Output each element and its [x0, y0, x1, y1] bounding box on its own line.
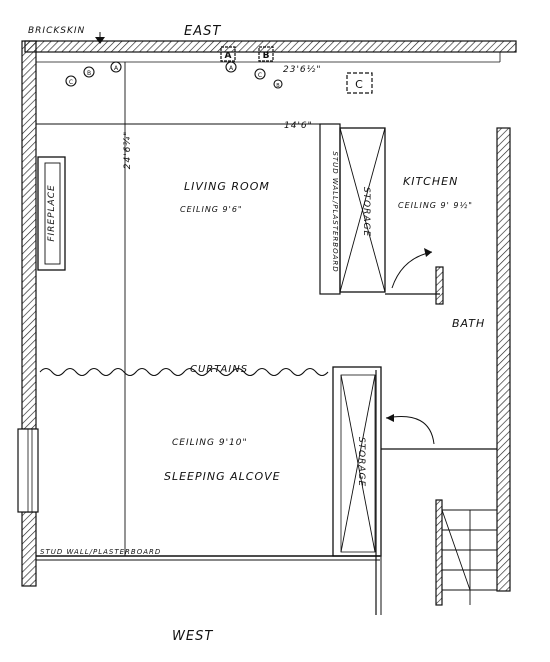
svg-text:C: C — [69, 79, 73, 86]
dim-top-run: 23'6½" — [283, 65, 322, 75]
outlet-a-left — [110, 61, 122, 73]
dim-room-width: 14'6" — [284, 121, 313, 131]
outlet-c-left — [65, 75, 77, 87]
stud-wall-bottom-label: STUD WALL/PLASTERBOARD — [40, 548, 161, 556]
bath-door-arrow — [386, 414, 394, 422]
storage-upper — [339, 127, 386, 293]
marker-b-box — [258, 46, 274, 62]
storage-upper-label: STORAGE — [361, 187, 371, 237]
east-wall — [24, 40, 517, 53]
compass-east: EAST — [184, 24, 221, 39]
svg-text:A: A — [229, 65, 234, 72]
fireplace-label: FIREPLACE — [47, 184, 57, 241]
bath-name: BATH — [452, 317, 485, 330]
marker-a-box — [220, 46, 236, 62]
outlet-a-mid — [225, 61, 237, 73]
marker-c-box-label: C — [355, 78, 363, 91]
curtains — [39, 367, 329, 377]
outlet-b-left — [83, 66, 95, 78]
svg-text:C: C — [258, 72, 262, 79]
kitchen-name: KITCHEN — [403, 175, 458, 188]
outlet-b-mid — [273, 79, 283, 89]
stairs — [441, 509, 497, 605]
marker-c-box — [346, 72, 373, 94]
living-room-name: LIVING ROOM — [184, 180, 270, 193]
kitchen-ceiling: CEILING 9' 9½" — [398, 201, 473, 210]
curtains-label: CURTAINS — [190, 364, 248, 375]
west-outer-wall-lower — [21, 511, 37, 587]
bath-left-wall — [435, 266, 444, 305]
svg-text:B: B — [276, 83, 280, 89]
right-outer-wall — [496, 127, 511, 592]
marker-a-box-label: A — [225, 51, 232, 61]
living-room-ceiling: CEILING 9'6" — [180, 205, 243, 214]
marker-b-box-label: B — [263, 51, 270, 61]
stud-wall-vertical-label: STUD WALL/PLASTERBOARD — [331, 151, 339, 272]
sleeping-ceiling: CEILING 9'10" — [172, 438, 248, 448]
storage-lower-label: STORAGE — [356, 437, 366, 487]
stair-wall — [435, 499, 443, 606]
sleeping-name: SLEEPING ALCOVE — [164, 470, 281, 483]
svg-text:A: A — [114, 65, 119, 72]
kitchen-door-arrow — [424, 248, 432, 257]
dim-room-depth: 24'6¾" — [123, 131, 133, 170]
west-outer-wall-upper — [21, 40, 37, 430]
storage-lower — [332, 366, 382, 557]
compass-west: WEST — [172, 629, 213, 644]
svg-text:B: B — [87, 70, 91, 77]
brickskin-arrow — [95, 37, 105, 44]
brickskin-label: BRICKSKIN — [28, 26, 85, 36]
fireplace — [37, 156, 66, 271]
outlet-c-mid — [254, 68, 266, 80]
